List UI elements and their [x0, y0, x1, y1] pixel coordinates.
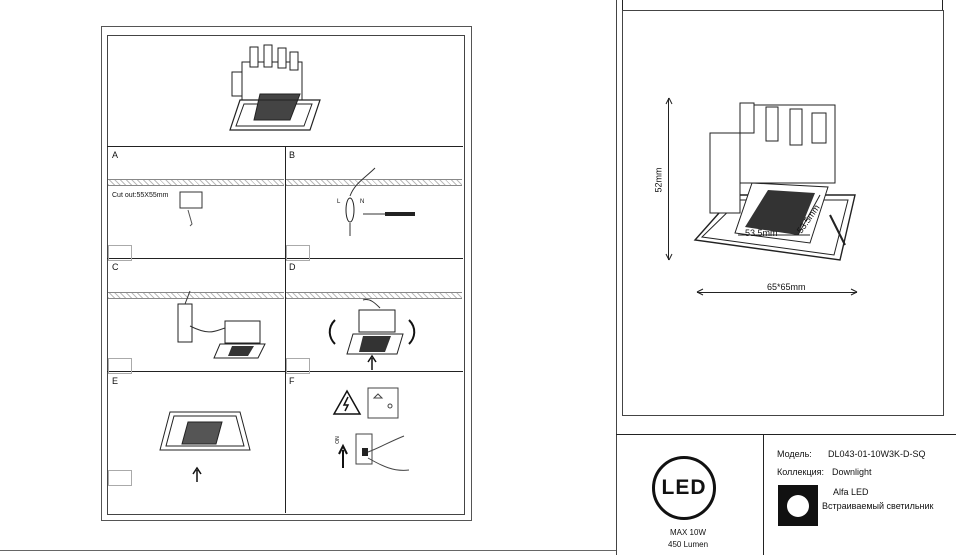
product-top-image [229, 44, 321, 131]
step-b-corner-icon [286, 245, 310, 261]
cutout-diagram [179, 191, 203, 227]
model-value: DL043-01-10W3K-D-SQ [828, 449, 926, 459]
step-label-d: D [289, 262, 296, 272]
high-voltage-warning-icon [332, 389, 362, 415]
step-label-b: B [289, 150, 296, 160]
step-label-f: F [289, 376, 295, 386]
brand-name: Alfa LED [833, 487, 869, 497]
height-dimension: 52mm [653, 167, 664, 193]
step-c-corner-icon [108, 358, 132, 374]
led-logo-text: LED [661, 476, 707, 499]
step-label-c: C [112, 262, 119, 272]
wiring-diagram [345, 167, 415, 236]
lumen-spec: 450 Lumen [668, 540, 709, 549]
spring-clips-diagram [328, 299, 416, 370]
wire-n-label: N [360, 199, 365, 205]
step-label-e: E [112, 376, 119, 386]
step-label-a: A [112, 150, 119, 160]
instruction-inner [107, 35, 465, 515]
collection-value: Downlight [832, 467, 872, 477]
power-box-icon [367, 387, 399, 419]
led-logo: LED [652, 456, 716, 520]
model-label: Модель: [777, 449, 812, 459]
insert-fixture-diagram [159, 411, 251, 482]
outer-dimension: 65*65mm [767, 282, 806, 292]
switch-on-label: ON [334, 436, 341, 444]
power-spec: MAX 10W [670, 528, 707, 537]
dimension-frame [622, 10, 944, 416]
step-d-corner-icon [286, 358, 310, 374]
step-e-corner-icon [108, 470, 132, 486]
product-dimension-image [693, 102, 856, 261]
product-swatch [778, 485, 818, 526]
instruction-sheet [101, 26, 472, 521]
inner-width-dimension: 53.5mm [745, 228, 778, 238]
up-arrow-icon [338, 443, 348, 468]
driver-connection-diagram [177, 290, 266, 359]
hand-switch-diagram [355, 433, 410, 471]
height-arrows [665, 97, 673, 261]
product-type: Встраиваемый светильник [822, 501, 934, 511]
swatch-circle [787, 495, 809, 517]
cutout-note: Cut out:55X55mm [112, 192, 169, 199]
wire-l-label: L [337, 199, 341, 205]
collection-label: Коллекция: [777, 467, 825, 477]
width-arrows [696, 288, 858, 296]
step-a-corner-icon [108, 245, 132, 261]
